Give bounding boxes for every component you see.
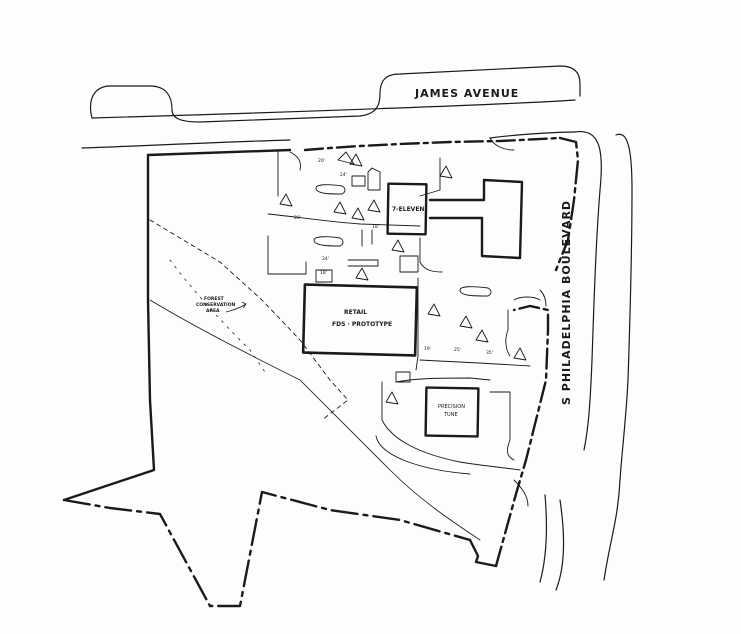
retail-label-line1: RETAIL (344, 309, 367, 316)
retail-building (301, 283, 419, 357)
dim-20-north: 20' (318, 158, 325, 164)
seven-eleven-building (386, 178, 524, 260)
dim-24-upper: 24' (340, 172, 347, 178)
forest-dotted-line (169, 259, 266, 373)
dim-25: 25' (454, 347, 461, 353)
precision-tune-building (424, 386, 480, 438)
dim-20-west: 20' (294, 215, 301, 221)
dim-19: 19' (424, 346, 431, 352)
philadelphia-boulevard-road (539, 130, 633, 591)
seven-eleven-label: 7-ELEVEN (392, 206, 424, 213)
james-avenue-label: JAMES AVENUE (414, 87, 519, 100)
parking-lot-south (375, 277, 541, 475)
parking-symbols (279, 151, 527, 405)
property-boundary (62, 136, 580, 608)
philadelphia-boulevard-label: S PHILADELPHIA BOULEVARD (560, 200, 573, 405)
forest-conservation-line (149, 219, 349, 421)
forest-label-line2: CONSERVATION (196, 302, 236, 308)
dim-18-lower: 18' (320, 270, 327, 276)
precision-label-line1: PRECISION (438, 404, 465, 410)
dim-24-lower: 24' (322, 256, 329, 262)
dim-18-center: 18' (372, 224, 379, 230)
forest-label-arrow (225, 301, 247, 313)
forest-lower-line (149, 299, 481, 541)
forest-label-line3: AREA (206, 308, 220, 314)
dim-35: 35' (486, 350, 493, 356)
james-avenue-road (81, 65, 581, 149)
forest-label-line1: FOREST (204, 296, 225, 302)
precision-label-line2: TUNE (443, 412, 458, 418)
entrance-curbs (289, 137, 547, 507)
retail-label-line2: FDS · PROTOTYPE (332, 321, 392, 328)
